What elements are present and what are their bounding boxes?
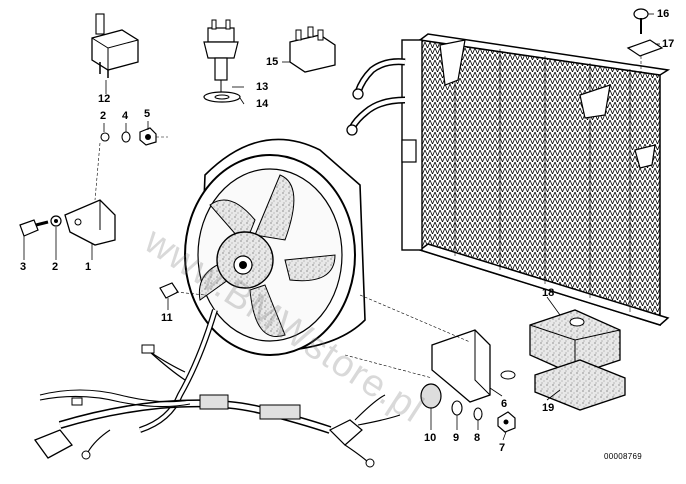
callout-8: 8: [474, 432, 481, 444]
callout-14: 14: [256, 98, 269, 110]
callout-12: 12: [98, 93, 111, 105]
left-bracket-hardware: [19, 127, 168, 246]
callout-19: 19: [542, 402, 555, 414]
fan-bracket-hardware: [344, 294, 516, 433]
callout-2-lower: 2: [52, 261, 59, 273]
callout-18: 18: [542, 287, 555, 299]
callout-5: 5: [144, 108, 151, 120]
callout-7: 7: [499, 442, 506, 454]
callout-15: 15: [266, 56, 279, 68]
callout-4: 4: [122, 110, 129, 122]
condenser: [346, 33, 671, 327]
callout-3: 3: [20, 261, 27, 273]
callout-10: 10: [424, 432, 437, 444]
callout-6: 6: [501, 398, 508, 410]
callout-13: 13: [256, 81, 269, 93]
callout-1: 1: [85, 261, 92, 273]
fan-assembly: [184, 138, 366, 356]
callout-2-upper: 2: [100, 110, 107, 122]
leader-lines: [23, 13, 660, 441]
relay: [91, 13, 139, 78]
callout-11: 11: [161, 312, 173, 324]
temperature-switch: [203, 19, 241, 103]
reference-number: 00008769: [604, 452, 642, 461]
callout-16: 16: [657, 8, 670, 20]
callout-17: 17: [662, 38, 675, 50]
rubber-mounts: [529, 309, 626, 411]
callout-9: 9: [453, 432, 460, 444]
wiring-harness: [33, 282, 401, 468]
fan-connector: [289, 26, 336, 73]
